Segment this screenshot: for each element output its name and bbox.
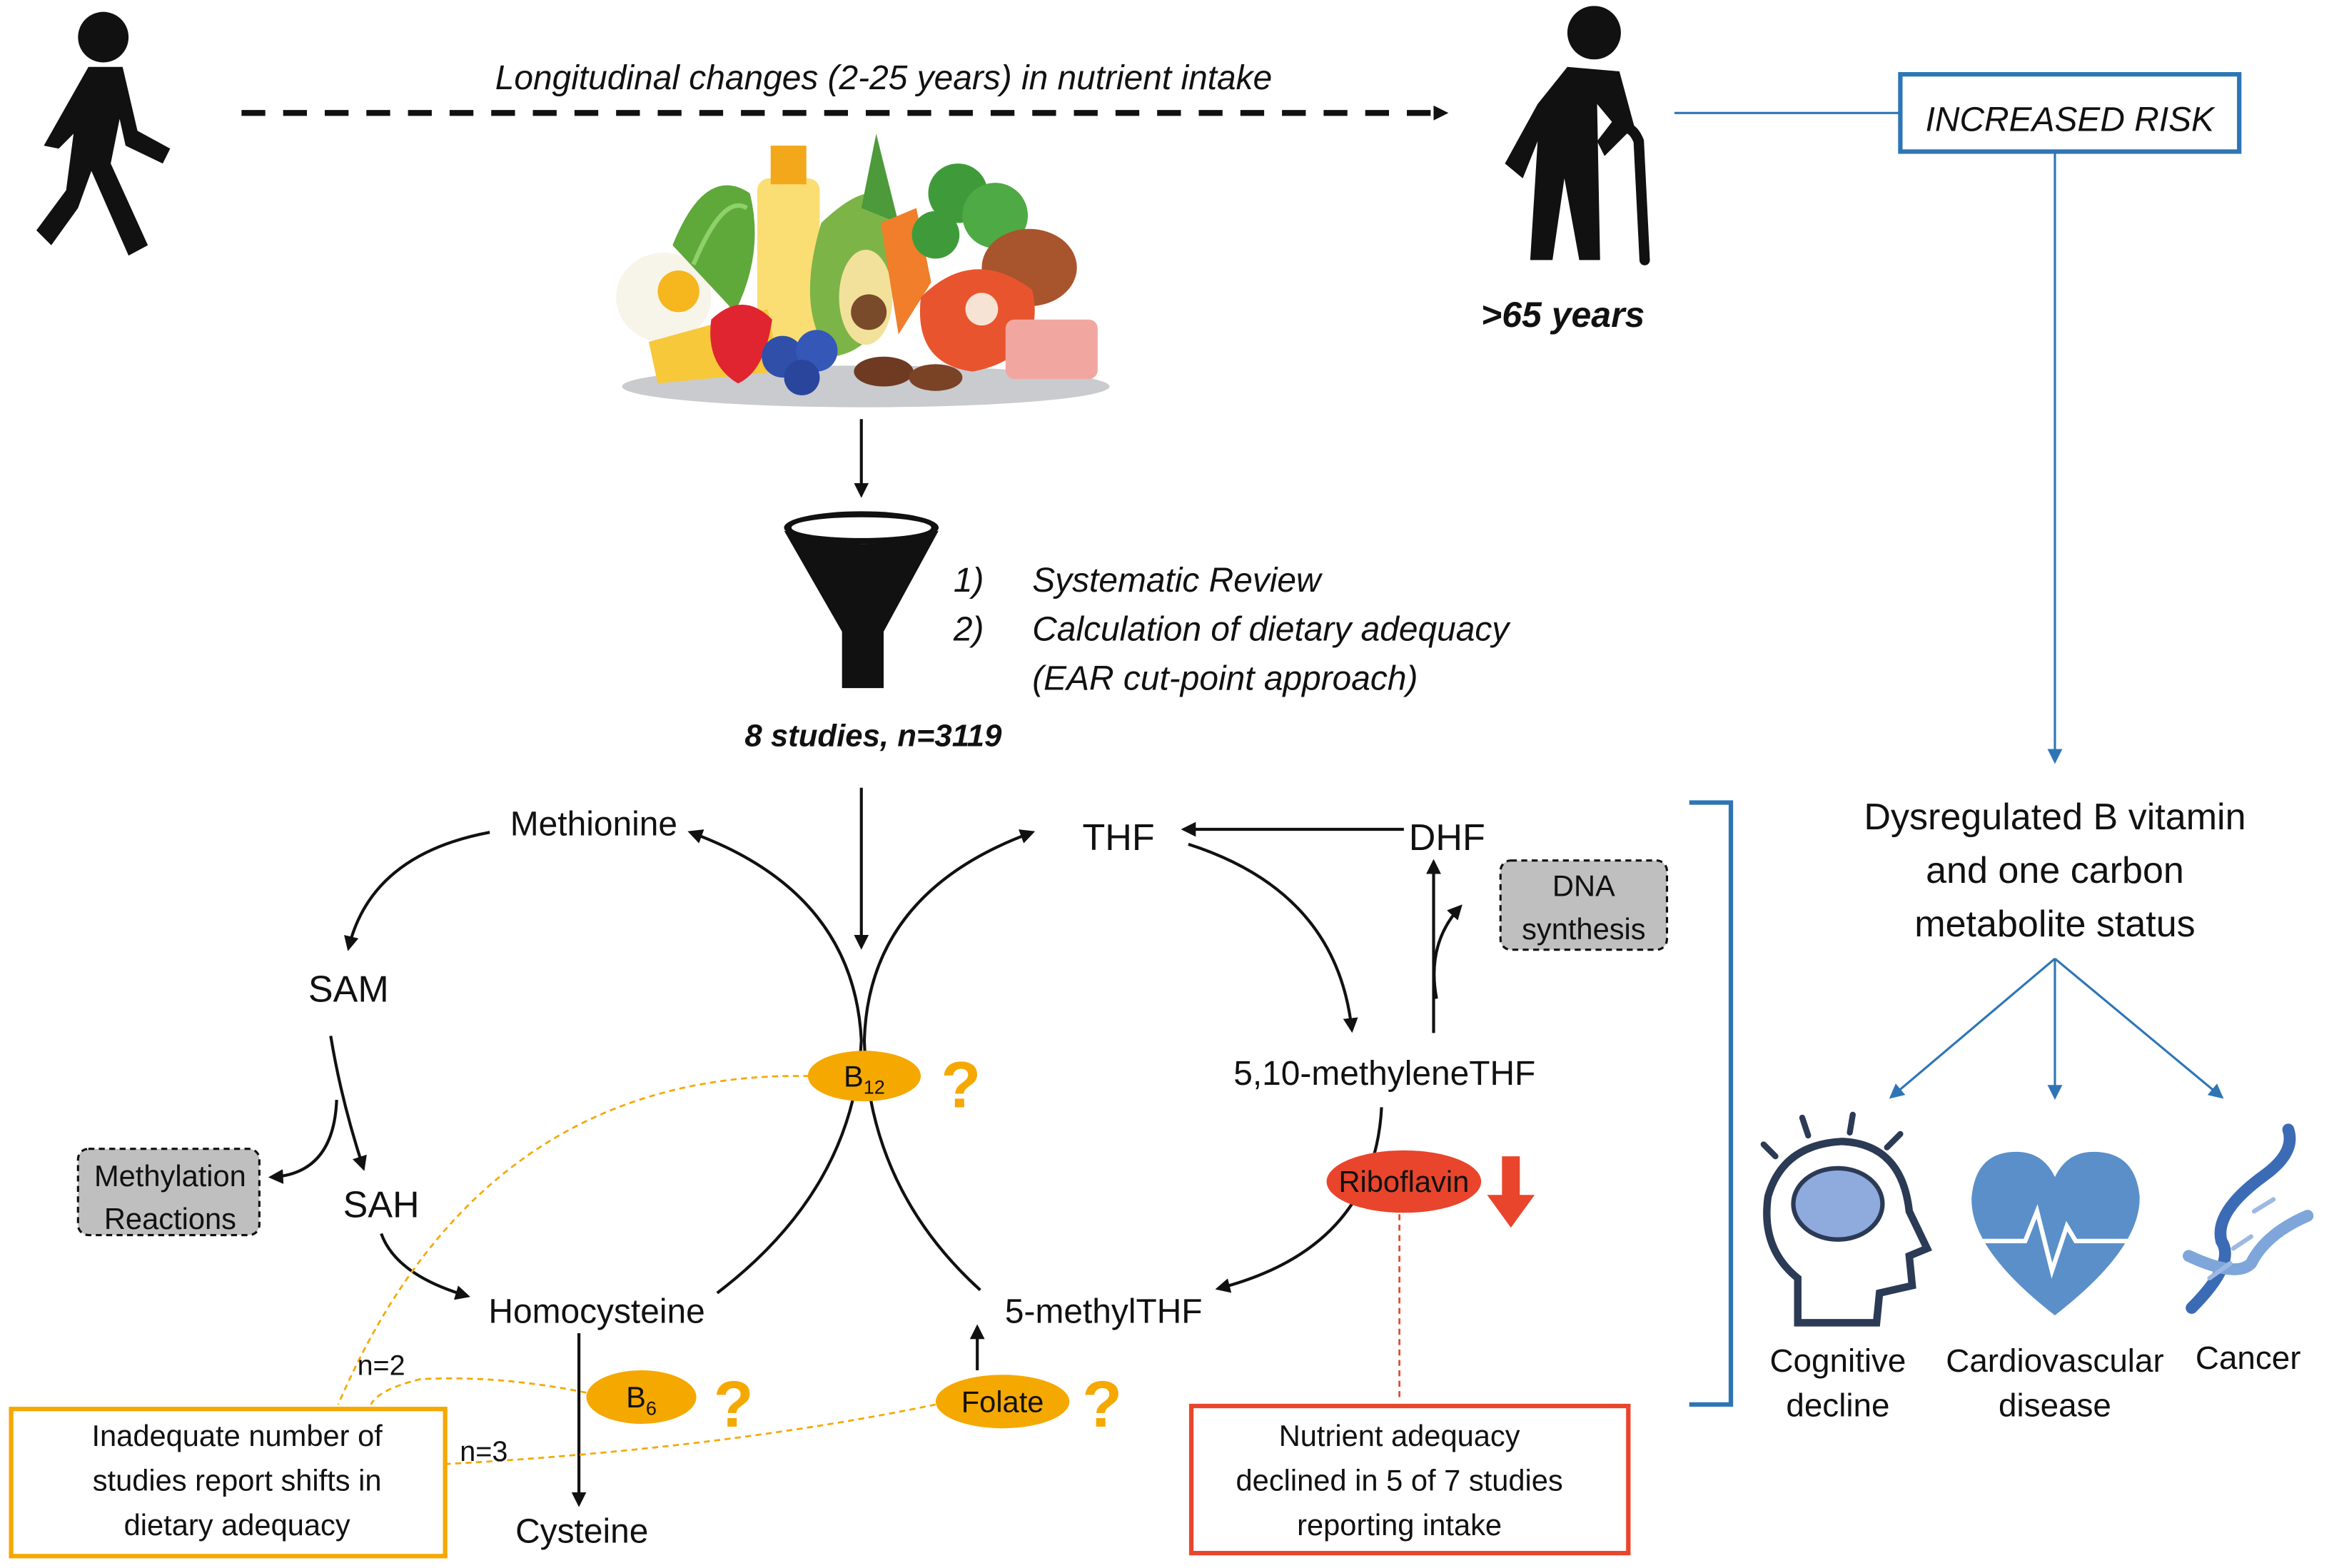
sam-to-sah-arrow xyxy=(329,1036,367,1171)
timeline-label: Longitudinal changes (2-25 years) in nut… xyxy=(495,59,1273,97)
sam-label: SAM xyxy=(308,969,389,1011)
dhf-label: DHF xyxy=(1409,817,1485,859)
methylation-box xyxy=(76,1148,261,1237)
decrease-arrow-icon xyxy=(1487,1156,1535,1228)
dna-label-2: synthesis xyxy=(1522,912,1646,946)
step2-number: 2) xyxy=(953,611,984,649)
b6-badge xyxy=(586,1370,697,1425)
methylthf-label: 5-methylTHF xyxy=(1005,1293,1203,1330)
age-label: >65 years xyxy=(1481,295,1645,335)
cognitive-line-2: decline xyxy=(1786,1387,1889,1424)
methionine-to-sam-arrow xyxy=(344,831,490,951)
b12-question-icon: ? xyxy=(941,1048,981,1121)
decline-line-2: declined in 5 of 7 studies xyxy=(1236,1464,1563,1497)
methylation-label-1: Methylation xyxy=(94,1159,246,1193)
studies-count: 8 studies, n=3119 xyxy=(744,718,1002,753)
funnel-icon xyxy=(784,511,939,689)
folate-connector xyxy=(446,1403,936,1465)
b6-question-icon: ? xyxy=(714,1368,754,1441)
decline-line-3: reporting intake xyxy=(1297,1508,1502,1542)
dna-synthesis-arrow xyxy=(1433,904,1463,999)
thf-to-methylene-arrow xyxy=(1188,842,1358,1033)
step1-label: Systematic Review xyxy=(1032,562,1323,600)
inadequate-studies-box xyxy=(9,1407,448,1559)
decline-line-1: Nutrient adequacy xyxy=(1279,1419,1520,1452)
methionine-label: Methionine xyxy=(510,805,677,843)
cardio-line-1: Cardiovascular xyxy=(1946,1342,2163,1379)
methylene-to-methylthf-arrow xyxy=(1215,1107,1383,1293)
b6-label: B6 xyxy=(626,1380,657,1419)
thf-label: THF xyxy=(1082,817,1154,859)
methylthf-to-thf-arc xyxy=(862,829,1036,1292)
dna-icon xyxy=(2183,1123,2314,1314)
riboflavin-badge xyxy=(1326,1150,1482,1213)
brain-head-icon xyxy=(1760,1111,1932,1327)
cardio-line-2: disease xyxy=(1999,1387,2111,1424)
riboflavin-label: Riboflavin xyxy=(1338,1165,1469,1198)
inadequate-line-1: Inadequate number of xyxy=(91,1419,383,1452)
sah-label: SAH xyxy=(343,1185,420,1226)
dysregulated-line-3: metabolite status xyxy=(1914,904,2195,945)
increased-risk-box xyxy=(1898,71,2242,154)
dysregulated-line-1: Dysregulated B vitamin xyxy=(1864,796,2246,838)
cognitive-line-1: Cognitive xyxy=(1769,1342,1906,1379)
elderly-person-icon xyxy=(1505,6,1650,265)
dysregulated-line-2: and one carbon xyxy=(1926,850,2184,891)
dna-label-1: DNA xyxy=(1552,869,1615,903)
homocysteine-to-methionine-arc xyxy=(687,829,863,1295)
walking-person-icon xyxy=(36,11,171,256)
sam-to-methylation-arrow xyxy=(268,1099,338,1184)
cancer-label: Cancer xyxy=(2196,1340,2301,1376)
step2-label: Calculation of dietary adequacy xyxy=(1032,611,1511,649)
increased-risk-label: INCREASED RISK xyxy=(1926,101,2216,138)
folate-badge xyxy=(935,1375,1070,1429)
inadequate-line-3: dietary adequacy xyxy=(124,1508,350,1542)
cysteine-label: Cysteine xyxy=(515,1513,648,1551)
b12-badge xyxy=(807,1051,921,1102)
folate-question-icon: ? xyxy=(1082,1368,1122,1441)
outcome-arrow-right xyxy=(2053,957,2224,1099)
b12-label: B12 xyxy=(844,1059,885,1098)
step2-sublabel: (EAR cut-point approach) xyxy=(1032,659,1418,697)
homocysteine-label: Homocysteine xyxy=(488,1293,704,1330)
methylenethf-label: 5,10-methyleneTHF xyxy=(1233,1055,1535,1093)
food-plate-image xyxy=(616,133,1110,408)
dna-synthesis-box xyxy=(1499,859,1669,951)
methylation-label-2: Reactions xyxy=(104,1202,236,1235)
inadequate-line-2: studies report shifts in xyxy=(93,1464,382,1497)
pathway-bracket xyxy=(1689,800,1734,1407)
step1-number: 1) xyxy=(954,562,984,600)
nutrient-decline-box xyxy=(1188,1403,1631,1556)
b6-connector xyxy=(370,1377,587,1405)
n2-label: n=2 xyxy=(358,1350,405,1381)
sah-to-homocysteine-arrow xyxy=(380,1233,470,1300)
folate-label: Folate xyxy=(961,1385,1044,1418)
b12-connector xyxy=(337,1075,809,1405)
outcome-arrow-left xyxy=(1889,957,2056,1099)
n3-label: n=3 xyxy=(460,1436,507,1467)
heart-icon xyxy=(1971,1151,2140,1315)
